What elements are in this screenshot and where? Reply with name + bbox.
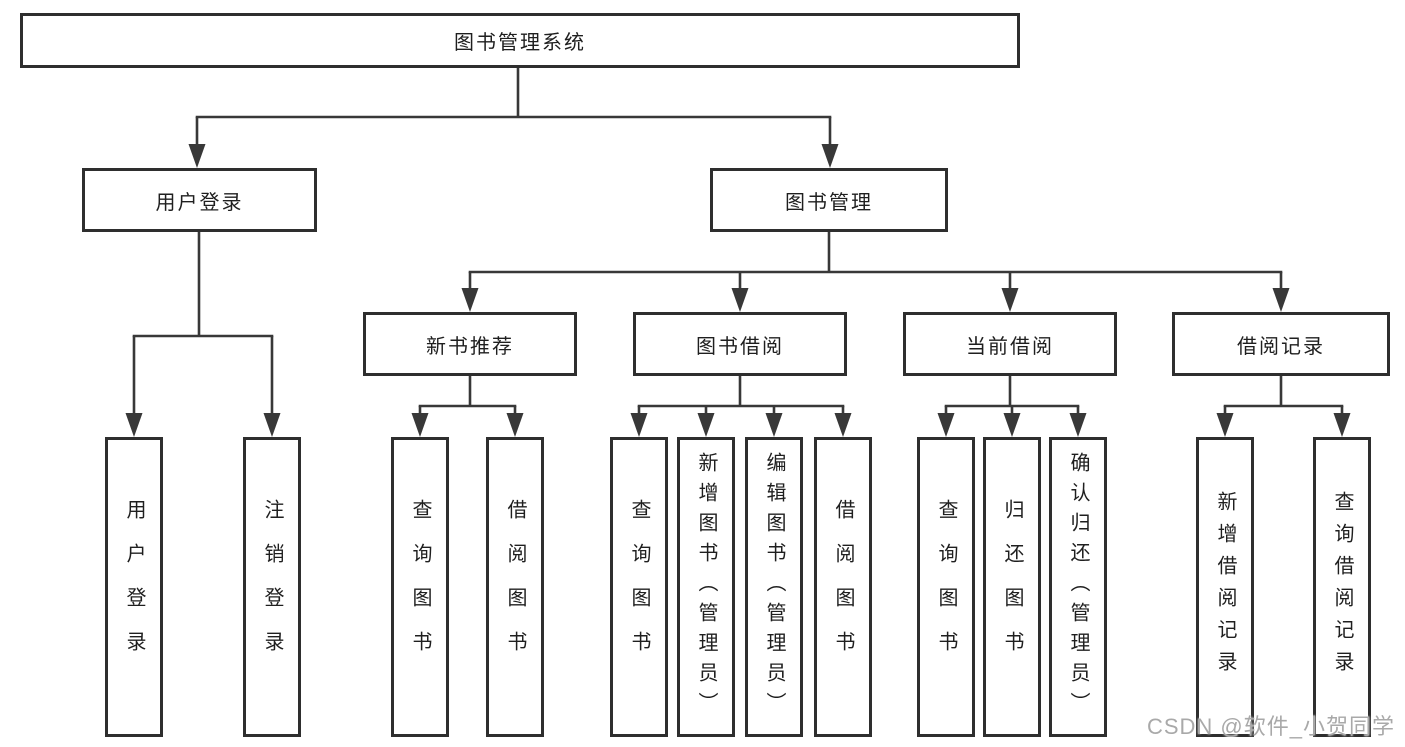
node-new-book-recommend: 新书推荐 <box>363 312 577 376</box>
leaf-logout-label: 注销登录 <box>261 499 283 675</box>
leaf-query-books-1-label: 查询图书 <box>409 499 431 675</box>
leaf-return-book-label: 归还图书 <box>1001 499 1023 675</box>
node-user-login: 用户登录 <box>82 168 317 232</box>
leaf-add-borrow-record: 新增借阅记录 <box>1196 437 1254 737</box>
leaf-borrow-books-2: 借阅图书 <box>814 437 872 737</box>
leaf-return-book: 归还图书 <box>983 437 1041 737</box>
leaf-add-borrow-record-label: 新增借阅记录 <box>1214 491 1236 683</box>
leaf-query-borrow-record: 查询借阅记录 <box>1313 437 1371 737</box>
leaf-borrow-books-1: 借阅图书 <box>486 437 544 737</box>
leaf-query-books-3: 查询图书 <box>917 437 975 737</box>
node-root: 图书管理系统 <box>20 13 1020 68</box>
leaf-user-login-label: 用户登录 <box>123 499 145 675</box>
node-book-borrow: 图书借阅 <box>633 312 847 376</box>
leaf-borrow-books-1-label: 借阅图书 <box>504 499 526 675</box>
leaf-edit-book-admin-label: 编辑图书（管理员） <box>763 452 785 722</box>
csdn-watermark: CSDN @软件_小贺同学 <box>1146 714 1395 739</box>
leaf-add-book-admin: 新增图书（管理员） <box>677 437 735 737</box>
node-book-management: 图书管理 <box>710 168 948 232</box>
leaf-logout: 注销登录 <box>243 437 301 737</box>
leaf-user-login: 用户登录 <box>105 437 163 737</box>
leaf-query-books-2: 查询图书 <box>610 437 668 737</box>
leaf-add-book-admin-label: 新增图书（管理员） <box>695 452 717 722</box>
leaf-confirm-return-admin-label: 确认归还（管理员） <box>1067 452 1089 722</box>
leaf-borrow-books-2-label: 借阅图书 <box>832 499 854 675</box>
node-current-borrow: 当前借阅 <box>903 312 1117 376</box>
leaf-query-borrow-record-label: 查询借阅记录 <box>1331 491 1353 683</box>
leaf-query-books-2-label: 查询图书 <box>628 499 650 675</box>
node-borrow-records: 借阅记录 <box>1172 312 1390 376</box>
leaf-query-books-1: 查询图书 <box>391 437 449 737</box>
leaf-confirm-return-admin: 确认归还（管理员） <box>1049 437 1107 737</box>
leaf-query-books-3-label: 查询图书 <box>935 499 957 675</box>
leaf-edit-book-admin: 编辑图书（管理员） <box>745 437 803 737</box>
